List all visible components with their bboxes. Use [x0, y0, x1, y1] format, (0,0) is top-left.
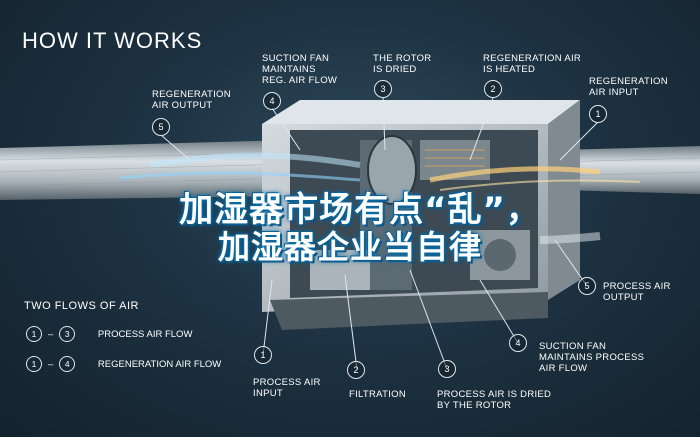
fan: [484, 239, 516, 271]
callout-badge-1-top: 1: [589, 105, 607, 123]
overlay-headline-line1: 加湿器市场有点“乱”，: [179, 190, 541, 230]
unit-side: [548, 100, 580, 300]
callout-badge-3-bottom: 3: [438, 360, 456, 378]
outlet-flow: [539, 232, 601, 244]
process-air-input-label: PROCESS AIR INPUT: [253, 377, 321, 399]
filter: [310, 250, 370, 290]
legend-badge-from: 1: [26, 356, 42, 372]
unit-base: [270, 292, 548, 330]
filtration-label: FILTRATION: [349, 389, 407, 400]
legend-badge-to: 4: [59, 356, 76, 372]
overlay-headline-line2: 加湿器企业当自律: [217, 228, 482, 266]
callout-badge-2-bottom: 2: [347, 361, 365, 379]
callout-badge-4-bottom: 4: [509, 334, 527, 352]
legend-row-regeneration: 1 – 4 REGENERATION AIR FLOW: [26, 356, 221, 372]
suction-fan-process-label: SUCTION FAN MAINTAINS PROCESS AIR FLOW: [539, 341, 645, 374]
regen-air-heated-label: REGENERATION AIR IS HEATED: [483, 53, 582, 75]
rotor: [367, 135, 417, 205]
suction-fan-regen-label: SUCTION FAN MAINTAINS REG. AIR FLOW: [262, 53, 338, 86]
right-duct: [560, 146, 700, 194]
rotor-dried-label: THE ROTOR IS DRIED: [373, 53, 432, 75]
heated-air-flow: [429, 166, 601, 183]
process-air-dried-label: PROCESS AIR IS DRIED BY THE ROTOR: [437, 389, 552, 411]
legend-separator: –: [47, 358, 54, 370]
legend-title: TWO FLOWS OF AIR: [24, 300, 139, 312]
legend-separator: –: [47, 328, 54, 340]
callout-badge-2-top: 2: [484, 80, 502, 98]
process-air-output-label: PROCESS AIR OUTPUT: [603, 281, 671, 303]
legend-badge-to: 3: [59, 326, 76, 342]
page-title: HOW IT WORKS: [22, 28, 203, 53]
regen-air-input-label: REGENERATION AIR INPUT: [589, 76, 668, 98]
callout-badge-5-top: 5: [152, 118, 170, 136]
legend-row-process: 1 – 3 PROCESS AIR FLOW: [26, 326, 192, 342]
callout-badge-4-top: 4: [263, 92, 281, 110]
callout-badge-5-bottom: 5: [578, 277, 596, 295]
unit-top: [262, 100, 580, 124]
regen-air-output-label: REGENERATION AIR OUTPUT: [152, 89, 231, 111]
legend-badge-from: 1: [26, 326, 42, 342]
legend-label: REGENERATION AIR FLOW: [97, 358, 222, 370]
callout-badge-1-bottom: 1: [254, 346, 272, 364]
callout-badge-3-top: 3: [374, 80, 392, 98]
process-air-flow: [149, 152, 361, 168]
legend-label: PROCESS AIR FLOW: [97, 328, 193, 340]
